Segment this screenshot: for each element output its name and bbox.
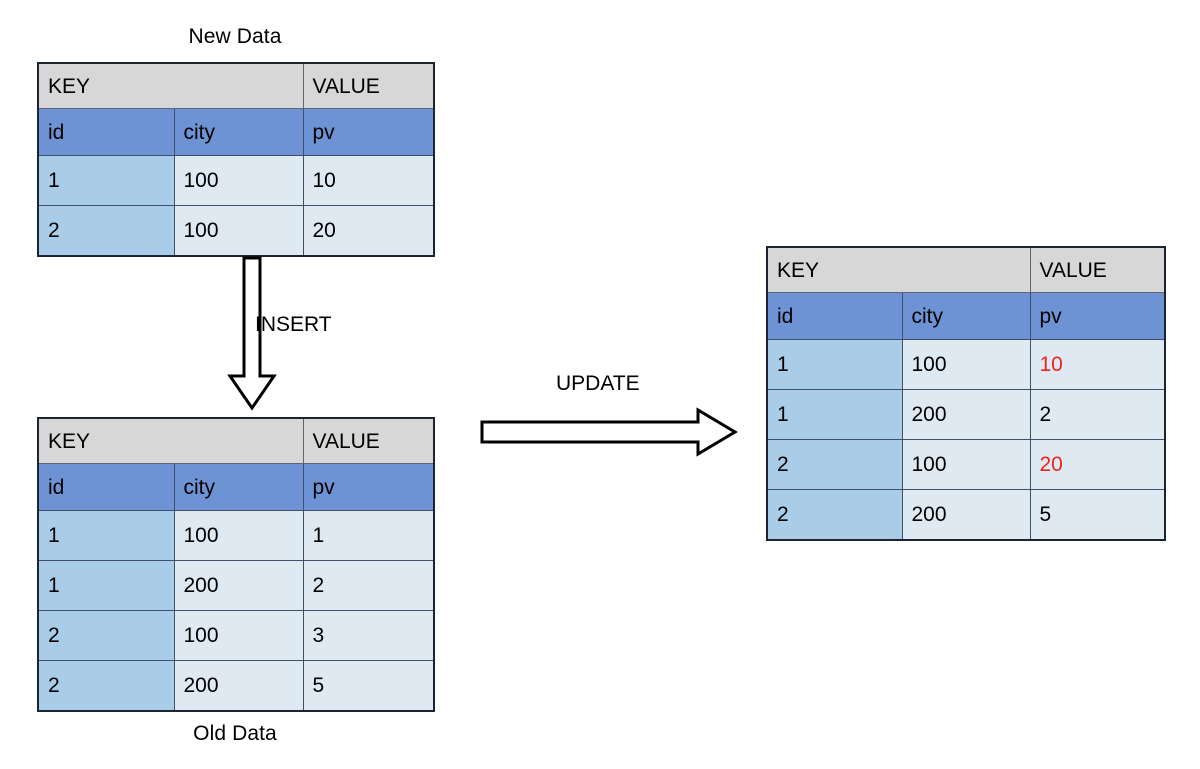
cell-pv: 2 <box>1029 389 1166 440</box>
table-row: 2 200 5 <box>37 660 435 712</box>
table-row: 1 100 10 <box>766 339 1166 390</box>
table-column-header-row: id city pv <box>766 292 1166 340</box>
column-header-pv: pv <box>302 463 435 511</box>
table-group-header-row: KEY VALUE <box>766 246 1166 293</box>
cell-pv: 2 <box>302 560 435 611</box>
block-arrow-right-icon <box>480 407 738 457</box>
cell-pv: 1 <box>302 510 435 561</box>
table-row: 2 100 3 <box>37 610 435 661</box>
column-header-id: id <box>37 463 175 511</box>
group-header-key: KEY <box>37 62 304 109</box>
column-header-pv: pv <box>302 108 435 156</box>
cell-id: 1 <box>37 560 175 611</box>
column-header-city: city <box>173 108 304 156</box>
table-group-header-row: KEY VALUE <box>37 417 435 464</box>
table-row: 2 100 20 <box>37 205 435 257</box>
cell-id: 1 <box>37 155 175 206</box>
cell-pv: 3 <box>302 610 435 661</box>
cell-pv: 10 <box>1029 339 1166 390</box>
group-header-key: KEY <box>37 417 304 464</box>
cell-city: 100 <box>173 510 304 561</box>
column-header-id: id <box>766 292 903 340</box>
cell-city: 200 <box>173 660 304 712</box>
table-column-header-row: id city pv <box>37 463 435 511</box>
table-row: 1 200 2 <box>37 560 435 611</box>
new-data-caption: New Data <box>188 25 282 48</box>
cell-pv: 20 <box>302 205 435 257</box>
column-header-city: city <box>901 292 1031 340</box>
table-column-header-row: id city pv <box>37 108 435 156</box>
table-row: 1 100 10 <box>37 155 435 206</box>
result-table: KEY VALUE id city pv 1 100 10 1 200 2 2 … <box>766 246 1166 541</box>
cell-id: 1 <box>766 389 903 440</box>
group-header-key: KEY <box>766 246 1031 293</box>
old-data-caption: Old Data <box>193 722 277 745</box>
cell-id: 2 <box>766 439 903 490</box>
update-arrow-label: UPDATE <box>556 372 640 395</box>
cell-city: 100 <box>901 339 1031 390</box>
table-row: 2 100 20 <box>766 439 1166 490</box>
column-header-id: id <box>37 108 175 156</box>
group-header-value: VALUE <box>302 62 435 109</box>
cell-city: 200 <box>901 489 1031 541</box>
cell-id: 2 <box>37 660 175 712</box>
table-row: 1 100 1 <box>37 510 435 561</box>
old-data-table: KEY VALUE id city pv 1 100 1 1 200 2 2 1… <box>37 417 435 712</box>
cell-pv: 10 <box>302 155 435 206</box>
table-row: 2 200 5 <box>766 489 1166 541</box>
column-header-city: city <box>173 463 304 511</box>
cell-pv: 5 <box>1029 489 1166 541</box>
cell-id: 2 <box>37 610 175 661</box>
cell-city: 100 <box>173 205 304 257</box>
column-header-pv: pv <box>1029 292 1166 340</box>
cell-city: 100 <box>173 155 304 206</box>
cell-id: 2 <box>37 205 175 257</box>
block-arrow-down-icon <box>227 256 277 411</box>
new-data-table: KEY VALUE id city pv 1 100 10 2 100 20 <box>37 62 435 257</box>
table-row: 1 200 2 <box>766 389 1166 440</box>
cell-id: 1 <box>766 339 903 390</box>
group-header-value: VALUE <box>302 417 435 464</box>
cell-city: 100 <box>901 439 1031 490</box>
table-group-header-row: KEY VALUE <box>37 62 435 109</box>
cell-pv: 20 <box>1029 439 1166 490</box>
cell-id: 1 <box>37 510 175 561</box>
insert-arrow-label: INSERT <box>255 313 332 336</box>
cell-city: 100 <box>173 610 304 661</box>
cell-id: 2 <box>766 489 903 541</box>
cell-city: 200 <box>901 389 1031 440</box>
cell-pv: 5 <box>302 660 435 712</box>
cell-city: 200 <box>173 560 304 611</box>
group-header-value: VALUE <box>1029 246 1166 293</box>
